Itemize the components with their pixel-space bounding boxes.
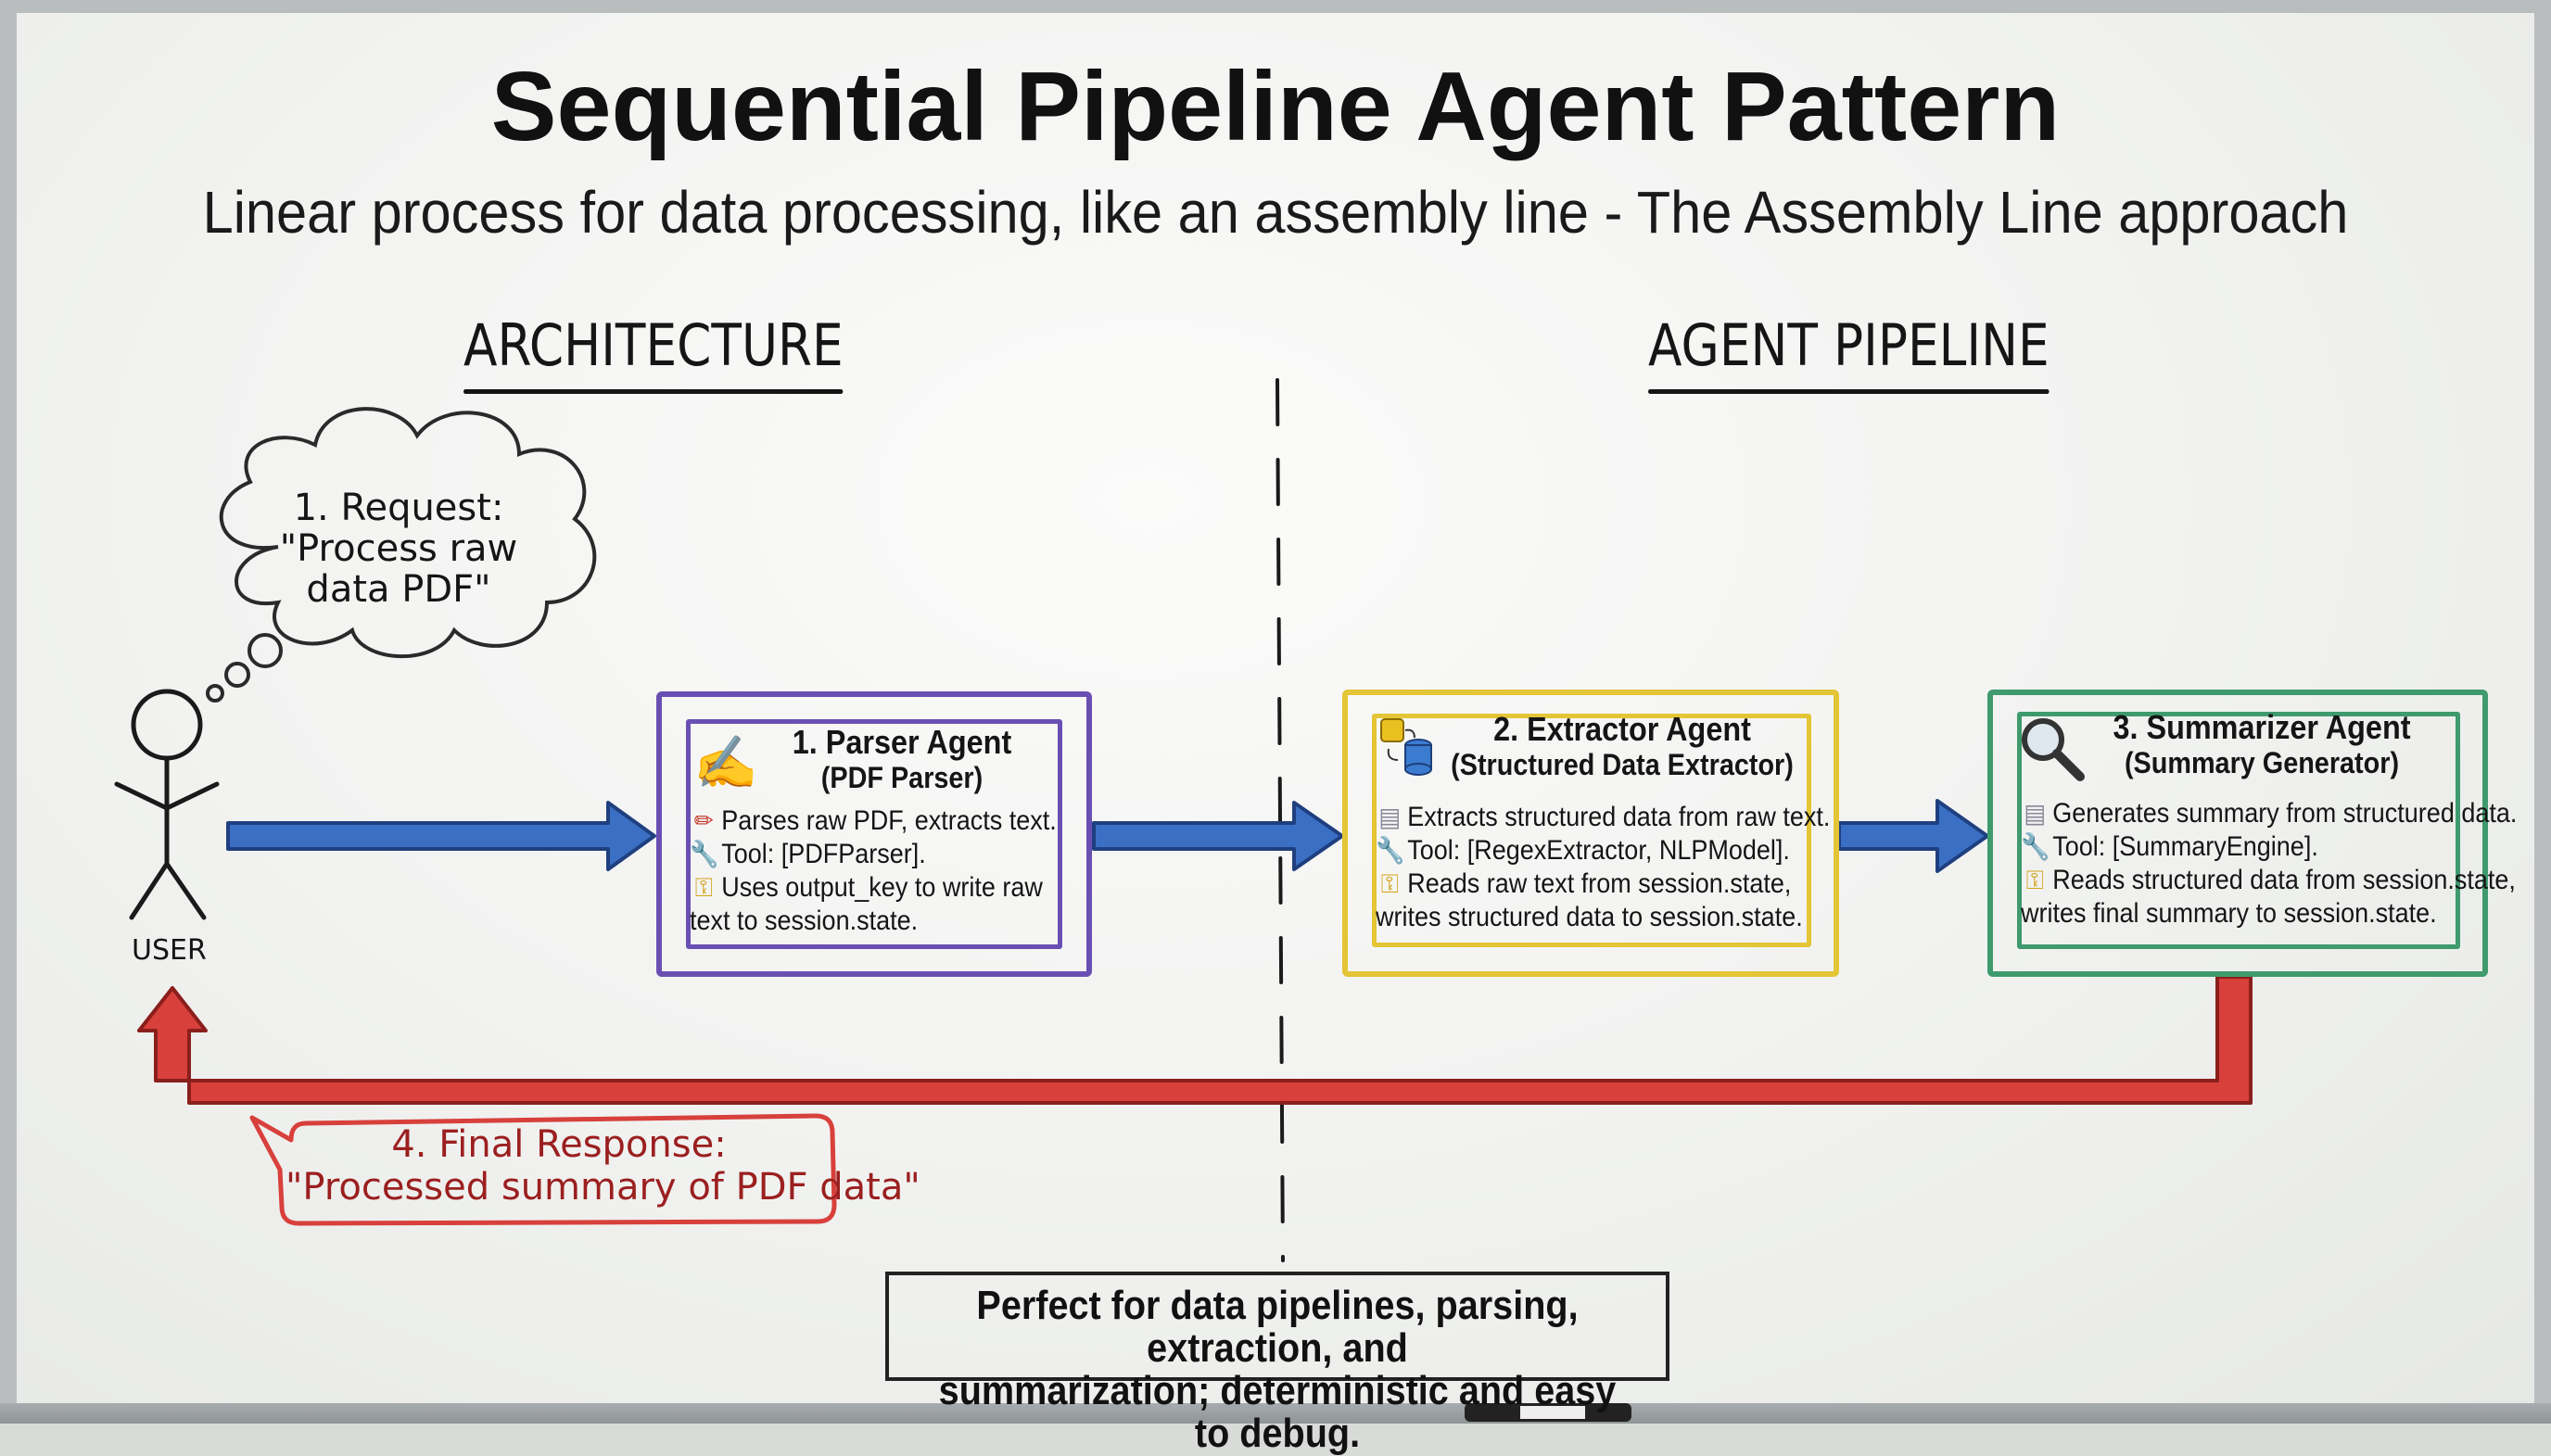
key-icon: ⚿ xyxy=(694,873,713,902)
list-item: ▤Extracts structured data from raw text. xyxy=(1376,801,1830,834)
magnifier-icon xyxy=(2017,714,2088,789)
parser-agent-inner-card xyxy=(686,719,1062,949)
wrench-icon: 🔧 xyxy=(690,840,719,868)
diagram-drawing xyxy=(114,378,2253,1262)
parser-agent-bullets: ✏Parses raw PDF, extracts text. 🔧Tool: [… xyxy=(690,804,1098,938)
thought-bubble-large xyxy=(247,633,283,668)
list-item: ▤Generates summary from structured data. xyxy=(2021,797,2517,830)
thought-bubble-medium xyxy=(224,662,250,688)
writing-hand-icon: ✍ xyxy=(693,733,758,791)
summarizer-bullet-2: Tool: [SummaryEngine]. xyxy=(2052,831,2318,862)
list-item: 🔧Tool: [PDFParser]. xyxy=(690,838,1057,871)
summarizer-bullet-3b: writes final summary to session.state. xyxy=(2021,898,2437,929)
section-header-architecture: ARCHITECTURE xyxy=(463,311,844,394)
extractor-bullet-2: Tool: [RegexExtractor, NLPModel]. xyxy=(1407,835,1790,866)
request-line-3: data PDF" xyxy=(306,568,491,611)
parser-bullet-1: Parses raw PDF, extracts text. xyxy=(721,805,1057,836)
extractor-agent-title: 2. Extractor Agent (Structured Data Extr… xyxy=(1447,712,1797,782)
list-item: writes structured data to session.state. xyxy=(1376,901,1830,934)
section-header-agent-pipeline: AGENT PIPELINE xyxy=(1648,311,2050,394)
summarizer-bullet-3a: Reads structured data from session.state… xyxy=(2052,865,2516,895)
final-response-text: 4. Final Response: "Processed summary of… xyxy=(286,1123,920,1209)
final-response-bubble xyxy=(249,1113,837,1226)
agent-pipeline-underline xyxy=(1648,389,2050,394)
summarizer-bullet-1: Generates summary from structured data. xyxy=(2052,798,2518,829)
section-header-architecture-text: ARCHITECTURE xyxy=(463,311,844,379)
user-label: USER xyxy=(132,934,207,967)
marker-pen xyxy=(1465,1403,1631,1422)
extractor-agent-card xyxy=(1342,690,1839,977)
arrow-summarizer-to-user xyxy=(137,975,2253,1105)
arrow-parser-to-extractor xyxy=(1092,801,1344,871)
list-item: ⚿ Uses output_key to write raw xyxy=(690,871,1057,905)
page-title: Sequential Pipeline Agent Pattern xyxy=(490,52,2061,161)
wrench-icon: 🔧 xyxy=(1376,836,1405,865)
arrow-user-to-parser xyxy=(226,801,656,871)
thought-bubble-small xyxy=(206,684,224,703)
footer-line-2: summarization; deterministic and easy to… xyxy=(938,1368,1617,1456)
section-divider xyxy=(1276,378,1285,1262)
summarizer-agent-card xyxy=(1987,690,2488,977)
footer-note-box: Perfect for data pipelines, parsing, ext… xyxy=(885,1272,1669,1455)
stick-figure-user-icon xyxy=(114,689,220,920)
document-icon: ▤ xyxy=(1378,803,1402,831)
parser-agent-card xyxy=(656,691,1092,977)
list-item: text to session.state. xyxy=(690,905,1057,938)
summarizer-agent-title: 3. Summarizer Agent (Summary Generator) xyxy=(2103,710,2420,780)
parser-bullet-2: Tool: [PDFParser]. xyxy=(721,839,926,869)
parser-bullet-3a: Uses output_key to write raw xyxy=(721,872,1043,903)
footer-note: Perfect for data pipelines, parsing, ext… xyxy=(928,1285,1627,1455)
parser-bullet-3b: text to session.state. xyxy=(690,905,919,936)
extractor-bullet-3a: Reads raw text from session.state, xyxy=(1407,868,1792,899)
list-item: writes final summary to session.state. xyxy=(2021,897,2517,931)
summarizer-agent-role: (Summary Generator) xyxy=(2124,746,2400,779)
section-header-agent-pipeline-text: AGENT PIPELINE xyxy=(1648,311,2050,379)
marker-tray xyxy=(0,1403,2551,1424)
wrench-icon: 🔧 xyxy=(2021,832,2050,861)
list-item: ⚿ Reads structured data from session.stat… xyxy=(2021,864,2517,897)
parser-agent-title: 1. Parser Agent (PDF Parser) xyxy=(765,725,1040,795)
summarizer-agent-name: 3. Summarizer Agent xyxy=(2113,708,2411,746)
database-sync-icon xyxy=(1377,717,1433,781)
list-item: 🔧Tool: [SummaryEngine]. xyxy=(2021,830,2517,864)
request-text: 1. Request: "Process raw data PDF" xyxy=(278,487,519,610)
list-item: ✏Parses raw PDF, extracts text. xyxy=(690,804,1057,838)
parser-agent-name: 1. Parser Agent xyxy=(792,723,1012,761)
extractor-bullet-3b: writes structured data to session.state. xyxy=(1376,902,1803,932)
extractor-bullet-1: Extracts structured data from raw text. xyxy=(1407,802,1831,832)
request-thought-cloud xyxy=(219,407,597,659)
arrow-extractor-to-summarizer xyxy=(1837,799,1989,873)
extractor-agent-role: (Structured Data Extractor) xyxy=(1451,748,1794,781)
key-icon: ⚿ xyxy=(1380,869,1399,898)
request-line-1: 1. Request: xyxy=(293,487,504,529)
extractor-agent-inner-card xyxy=(1372,714,1811,947)
page-subtitle: Linear process for data processing, like… xyxy=(202,179,2349,246)
extractor-agent-bullets: ▤Extracts structured data from raw text.… xyxy=(1376,801,1881,934)
summarizer-agent-inner-card xyxy=(2017,712,2460,949)
final-response-line-2: "Processed summary of PDF data" xyxy=(286,1166,920,1209)
key-icon: ⚿ xyxy=(2025,866,2044,894)
footer-line-1: Perfect for data pipelines, parsing, ext… xyxy=(976,1283,1579,1371)
pencil-icon: ✏ xyxy=(693,806,714,835)
summarizer-agent-bullets: ▤Generates summary from structured data.… xyxy=(2021,797,2551,931)
parser-agent-role: (PDF Parser) xyxy=(820,761,984,794)
document-icon: ▤ xyxy=(2024,799,2047,828)
request-line-2: "Process raw xyxy=(279,527,518,570)
list-item: ⚿ Reads raw text from session.state, xyxy=(1376,867,1830,901)
architecture-underline xyxy=(463,389,844,394)
list-item: 🔧Tool: [RegexExtractor, NLPModel]. xyxy=(1376,834,1830,867)
final-response-line-1: 4. Final Response: xyxy=(391,1123,727,1166)
extractor-agent-name: 2. Extractor Agent xyxy=(1493,710,1751,748)
